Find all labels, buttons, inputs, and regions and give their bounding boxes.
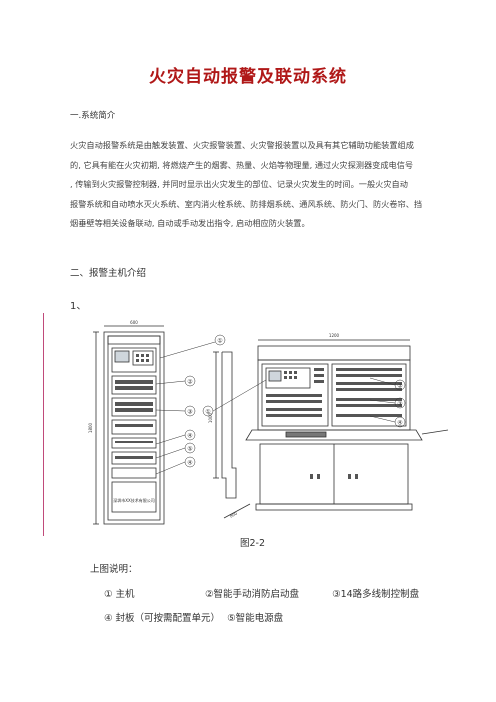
legend-row: ④ 封板（可按需配置单元） ⑤智能电源盘 [104,610,283,624]
dim-bottom: 800 [229,510,238,518]
section1-heading: 一.系统简介 [70,111,116,121]
console-base [255,503,413,511]
callout-label: ④ [397,420,402,427]
legend-item: ⑤智能电源盘 [227,613,284,624]
console-host-screen [268,370,282,382]
cabinet-top [107,335,161,345]
callout-label: ② [187,379,193,386]
cabinet-inner [107,335,161,521]
callout-label: ① [217,338,222,345]
console-keyboard [285,431,327,438]
blank-panel [111,467,157,479]
page-title: 火灾自动报警及联动系统 [149,67,347,87]
figure-caption: 图2-2 [240,538,266,549]
console-right-bay [331,363,407,427]
paragraph-line: , 传输到火灾报警控制器, 并同时显示出火灾发生的部位、记录火灾发生的时间。一般… [70,179,408,190]
cabinet-brand-label: 深圳市XX技术有限公司 [113,497,154,503]
paragraph-line: 烟垂壁等相关设备联动, 自动或手动发出指令, 启动相应防火装置。 [70,218,310,229]
margin-change-bar [43,313,44,536]
cabinet-lower-door [111,481,157,513]
legend-item: ① 主机 [104,589,135,600]
callout-label: ⑤ [187,446,192,453]
control-panel [111,419,157,435]
console-host-unit [265,367,311,389]
control-panel [111,397,157,417]
dim-top-left: 600 [130,320,138,325]
legend-item: ④ 封板（可按需配置单元） [104,613,221,624]
console-side-view [221,351,237,499]
section1-paragraph: 火灾自动报警系统是由触发装置、火灾报警装置、火灾警报装置以及具有其它辅助功能装置… [70,136,442,234]
blank-panel [111,437,157,449]
module-pattern-left [115,354,153,459]
manual-panel [111,375,157,395]
equipment-drawing: 深圳市XX技术有限公司 600 1800 ① ② ③ ④ ⑤ ④ [88,320,449,525]
console-desk [245,429,423,441]
console-left-bay [261,363,329,427]
legend-intro: 上图说明： [90,564,138,575]
callout-label: ③ [397,401,402,408]
paragraph-line: 的, 它具有能在火灾初期, 将燃烧产生的烟雾、热量、火焰等物理量, 通过火灾探测… [70,159,414,170]
module-pattern-right [266,368,402,479]
host-screen [114,350,130,363]
host-keypad [132,350,154,366]
paragraph-line: 火灾自动报警系统是由触发装置、火灾报警装置、火灾警报装置以及具有其它辅助功能装置… [70,140,414,150]
item-number: 1、 [70,301,87,312]
callout-label: ④ [187,433,192,440]
legend-item: ③14路多线制控制盘 [332,589,420,600]
callout-label: ① [205,409,210,416]
console-top-cabinet [257,345,411,361]
host-unit [111,347,157,373]
legend-item: ②智能手动消防启动盘 [205,589,300,600]
callout-label: ② [397,383,403,390]
dim-top-right: 1200 [329,333,340,338]
dim-side-left: 1800 [88,422,93,433]
cabinet-frame [103,331,165,525]
dim-side-right: 1000 [208,412,213,423]
section2-heading: 二、报警主机介绍 [70,268,147,279]
legend-row: ① 主机 ②智能手动消防启动盘 ③14路多线制控制盘 [104,586,419,600]
callout-label: ③ [187,409,192,416]
paragraph-line: 报警系统和自动喷水灭火系统、室内消火栓系统、防排烟系统、通风系统、防火门、防火卷… [70,198,423,209]
callout-label: ④ [187,460,192,467]
